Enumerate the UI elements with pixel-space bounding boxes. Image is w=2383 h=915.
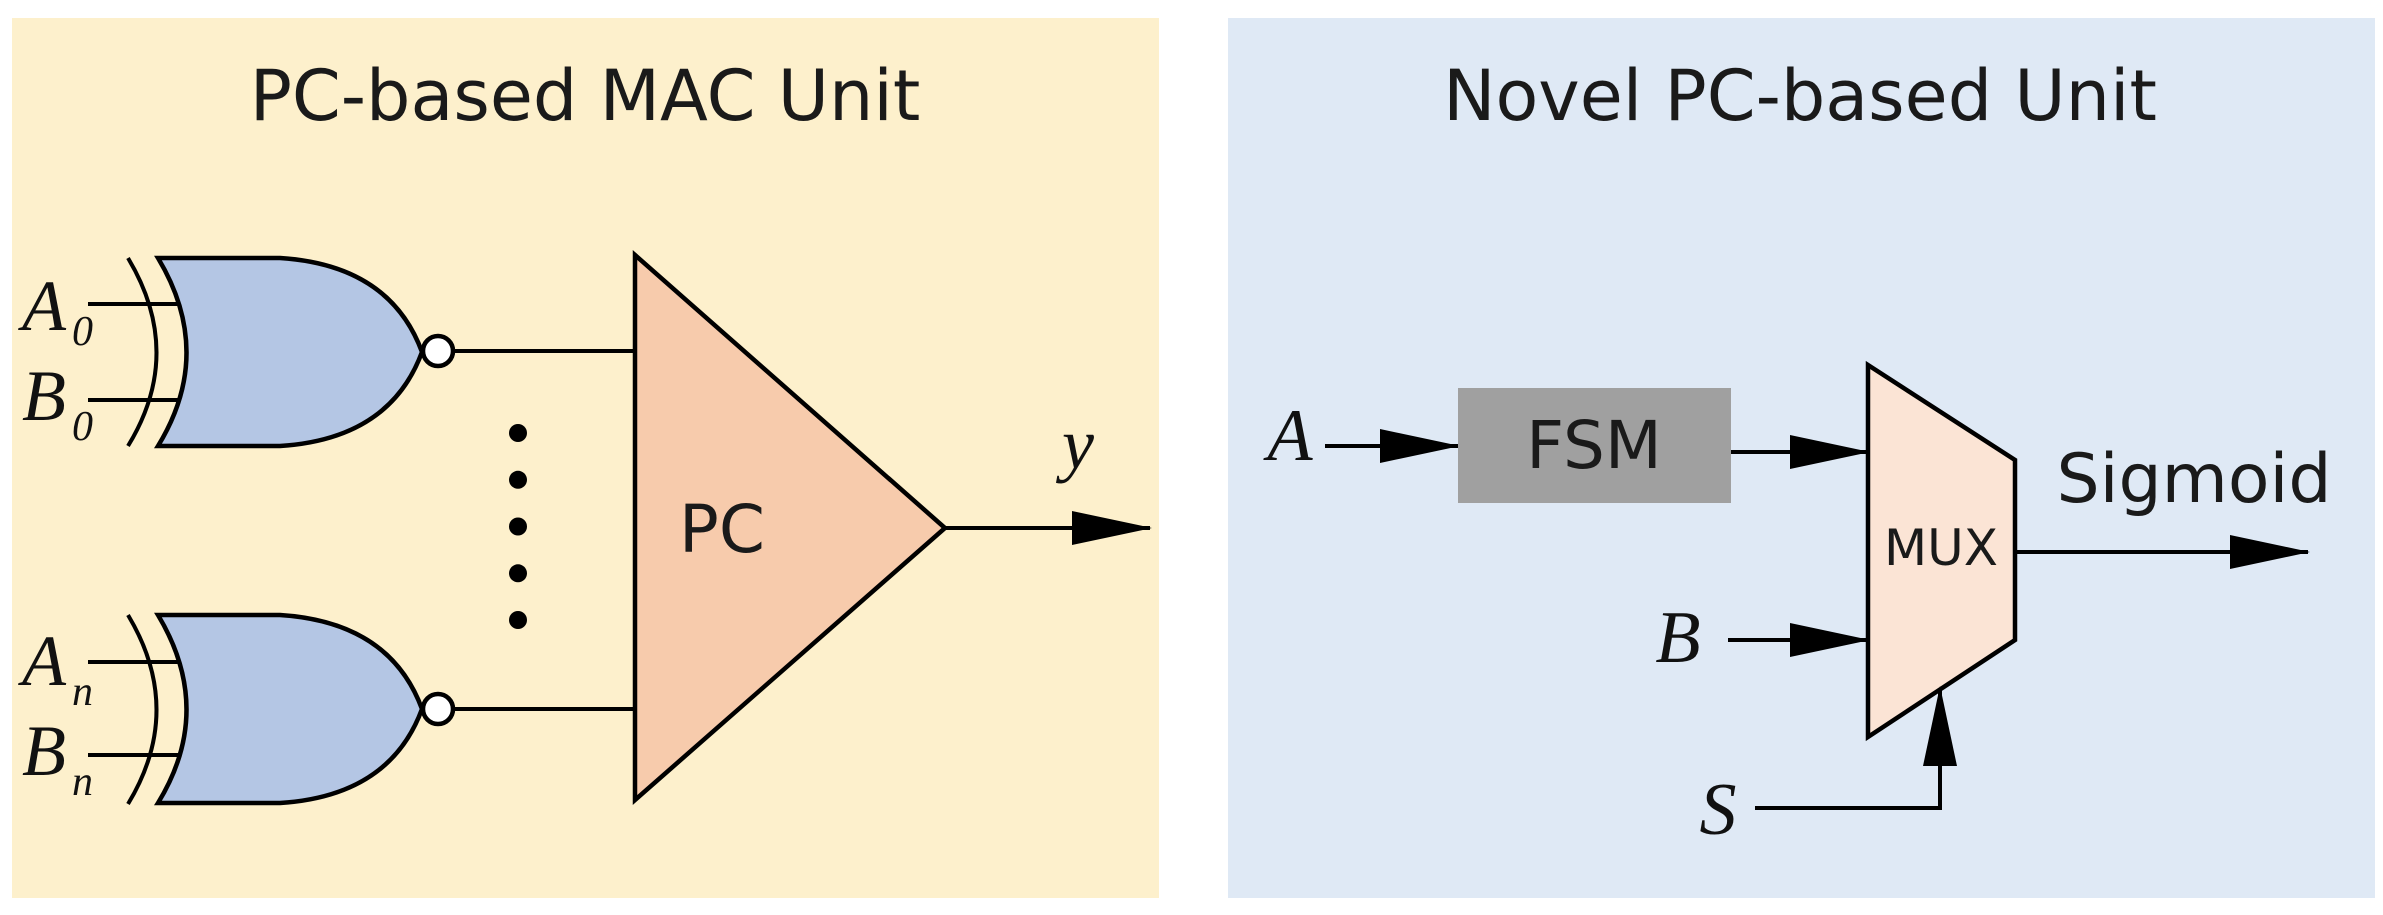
input-label-a: A <box>1262 395 1313 477</box>
output-label-sigmoid: Sigmoid <box>2056 440 2331 519</box>
label-an-subscript: n <box>72 669 93 715</box>
pc-label: PC <box>679 491 765 568</box>
ellipsis-dot <box>509 470 527 489</box>
ellipsis-dot <box>509 564 527 583</box>
right-panel-title: Novel PC-based Unit <box>1443 55 2157 137</box>
input-label-b: B <box>1655 597 1700 679</box>
mux-block <box>1865 360 2018 742</box>
label-a0-subscript: 0 <box>72 309 93 355</box>
xor-extra-arc-top <box>126 256 159 448</box>
ellipsis-dot <box>509 517 527 536</box>
label-b0: B <box>22 356 66 436</box>
ellipsis-dot <box>509 611 527 629</box>
label-bn-subscript: n <box>72 759 93 805</box>
mux-label: MUX <box>1884 519 1998 577</box>
right-panel: Novel PC-based Unit A FSM B MUX S Sigmoi… <box>1228 18 2375 898</box>
xnor-gate-bottom: A n B n <box>18 612 635 806</box>
xnor-gate-body-top <box>153 255 425 449</box>
fsm-label: FSM <box>1526 407 1662 484</box>
inversion-bubble-top <box>420 333 456 369</box>
ellipsis-dot <box>509 424 527 442</box>
xnor-gate-top: A 0 B 0 <box>18 255 635 450</box>
label-bn: B <box>22 711 66 791</box>
xnor-gate-body-bottom <box>153 612 425 806</box>
output-label-y: y <box>1055 404 1094 484</box>
vertical-ellipsis <box>509 424 527 629</box>
left-panel: PC-based MAC Unit A 0 B 0 A n B n <box>12 18 1159 898</box>
inversion-bubble-bottom <box>420 691 456 727</box>
left-panel-title: PC-based MAC Unit <box>250 55 921 137</box>
select-arrow-s <box>1755 686 1957 810</box>
label-a0: A <box>18 266 67 346</box>
label-an: A <box>18 621 67 701</box>
label-b0-subscript: 0 <box>72 404 93 450</box>
input-label-s: S <box>1700 769 1737 851</box>
xor-extra-arc-bottom <box>126 613 159 806</box>
fsm-block <box>1458 388 1731 503</box>
pc-triangle <box>632 250 949 805</box>
